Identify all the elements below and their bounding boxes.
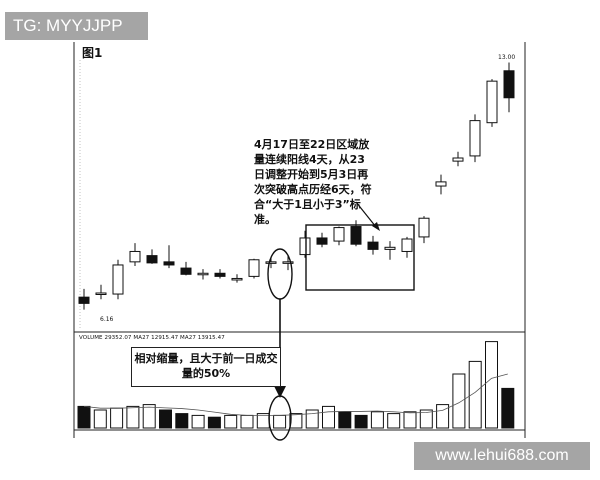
- volume-moving-average: [83, 373, 508, 416]
- volume-bar: [273, 414, 287, 429]
- volume-bar: [207, 416, 221, 429]
- annotation-bottom: 相对缩量，且大于前一日成交量的50%: [131, 347, 281, 387]
- volume-bar: [77, 405, 91, 429]
- candle: [401, 236, 413, 258]
- volume-bar: [354, 414, 368, 429]
- connector-arrowhead: [274, 386, 286, 398]
- candle-body: [95, 292, 107, 295]
- volume-bar: [387, 413, 401, 429]
- candle: [231, 274, 243, 283]
- candle: [367, 235, 379, 255]
- volume-bar: [370, 411, 384, 429]
- candle-body: [180, 267, 192, 275]
- candle-body: [214, 272, 226, 277]
- candle-body: [282, 261, 294, 264]
- volume-bar: [468, 360, 482, 429]
- price-high-label: 13.00: [498, 54, 516, 61]
- volume-bar: [403, 411, 417, 429]
- volume-bar: [93, 409, 107, 429]
- chart-frame: [73, 42, 526, 438]
- volume-bar: [159, 409, 172, 429]
- candle-body: [163, 261, 175, 266]
- candle: [265, 257, 277, 269]
- candle: [418, 216, 430, 244]
- figure-label: 图1: [82, 46, 103, 60]
- volume-bar: [240, 414, 254, 429]
- pointer-line: [355, 201, 377, 228]
- candle: [486, 79, 498, 127]
- volume-bar: [419, 409, 433, 429]
- candle-body: [452, 157, 464, 162]
- candle-body: [333, 227, 345, 242]
- candle: [95, 284, 107, 300]
- pointer-arrowhead: [372, 222, 380, 231]
- watermark-top-left: TG: MYYJJPP: [5, 12, 148, 40]
- candle-body: [418, 217, 430, 238]
- candle-body: [316, 237, 328, 245]
- candle: [282, 255, 294, 271]
- candle: [129, 243, 141, 266]
- candle-body: [469, 120, 481, 157]
- volume-bar: [110, 407, 124, 429]
- volume-bars: [77, 341, 515, 429]
- candle: [316, 232, 328, 248]
- candle-body: [486, 80, 498, 124]
- candle-body: [265, 261, 277, 264]
- volume-bar: [142, 404, 156, 429]
- candle-body: [299, 237, 311, 256]
- candle: [214, 269, 226, 279]
- volume-bar: [501, 387, 515, 429]
- candle-body: [197, 272, 209, 276]
- candle: [452, 151, 464, 167]
- highlight-box: [305, 224, 415, 291]
- candle: [299, 230, 311, 258]
- candle-body: [248, 259, 260, 277]
- candle-body: [367, 241, 379, 250]
- candle-body: [503, 70, 515, 99]
- candle-body: [231, 277, 243, 281]
- watermark-bottom-right: www.lehui688.com: [414, 442, 590, 470]
- volume-header: VOLUME 29352.07 MA27 12915.47 MA27 13915…: [79, 335, 225, 341]
- annotation-top: 4月17日至22日区域放量连续阳线4天，从23日调整开始到5月3日再次突破高点历…: [254, 138, 372, 226]
- candle: [197, 269, 209, 280]
- candle: [180, 261, 192, 276]
- candle-body: [435, 181, 447, 187]
- candle: [469, 114, 481, 163]
- candle: [384, 241, 396, 260]
- candle: [78, 288, 90, 310]
- candle-body: [350, 226, 362, 245]
- candle-body: [146, 255, 158, 264]
- ma-polyline: [83, 373, 508, 416]
- candle: [112, 259, 124, 300]
- volume-bar: [338, 411, 352, 429]
- candle: [146, 249, 158, 264]
- volume-bar: [305, 409, 319, 429]
- volume-bar: [126, 405, 140, 429]
- candle-body: [401, 238, 413, 252]
- candle-body: [78, 296, 90, 304]
- candle: [503, 62, 515, 113]
- candle-body: [129, 250, 141, 263]
- candle-body: [112, 264, 124, 295]
- price-ellipse: [267, 248, 293, 300]
- candle: [435, 174, 447, 195]
- candle-body: [384, 246, 396, 250]
- volume-bar: [322, 405, 335, 429]
- volume-bar: [224, 414, 238, 429]
- volume-bar: [191, 414, 205, 429]
- candle: [163, 245, 175, 269]
- volume-bar: [175, 413, 189, 429]
- volume-bar: [485, 341, 498, 429]
- price-low-label: 6.16: [100, 316, 114, 323]
- volume-bar: [289, 413, 303, 429]
- candle: [333, 226, 345, 246]
- candle: [248, 258, 260, 279]
- price-candles: [78, 62, 515, 310]
- volume-bar: [452, 373, 466, 429]
